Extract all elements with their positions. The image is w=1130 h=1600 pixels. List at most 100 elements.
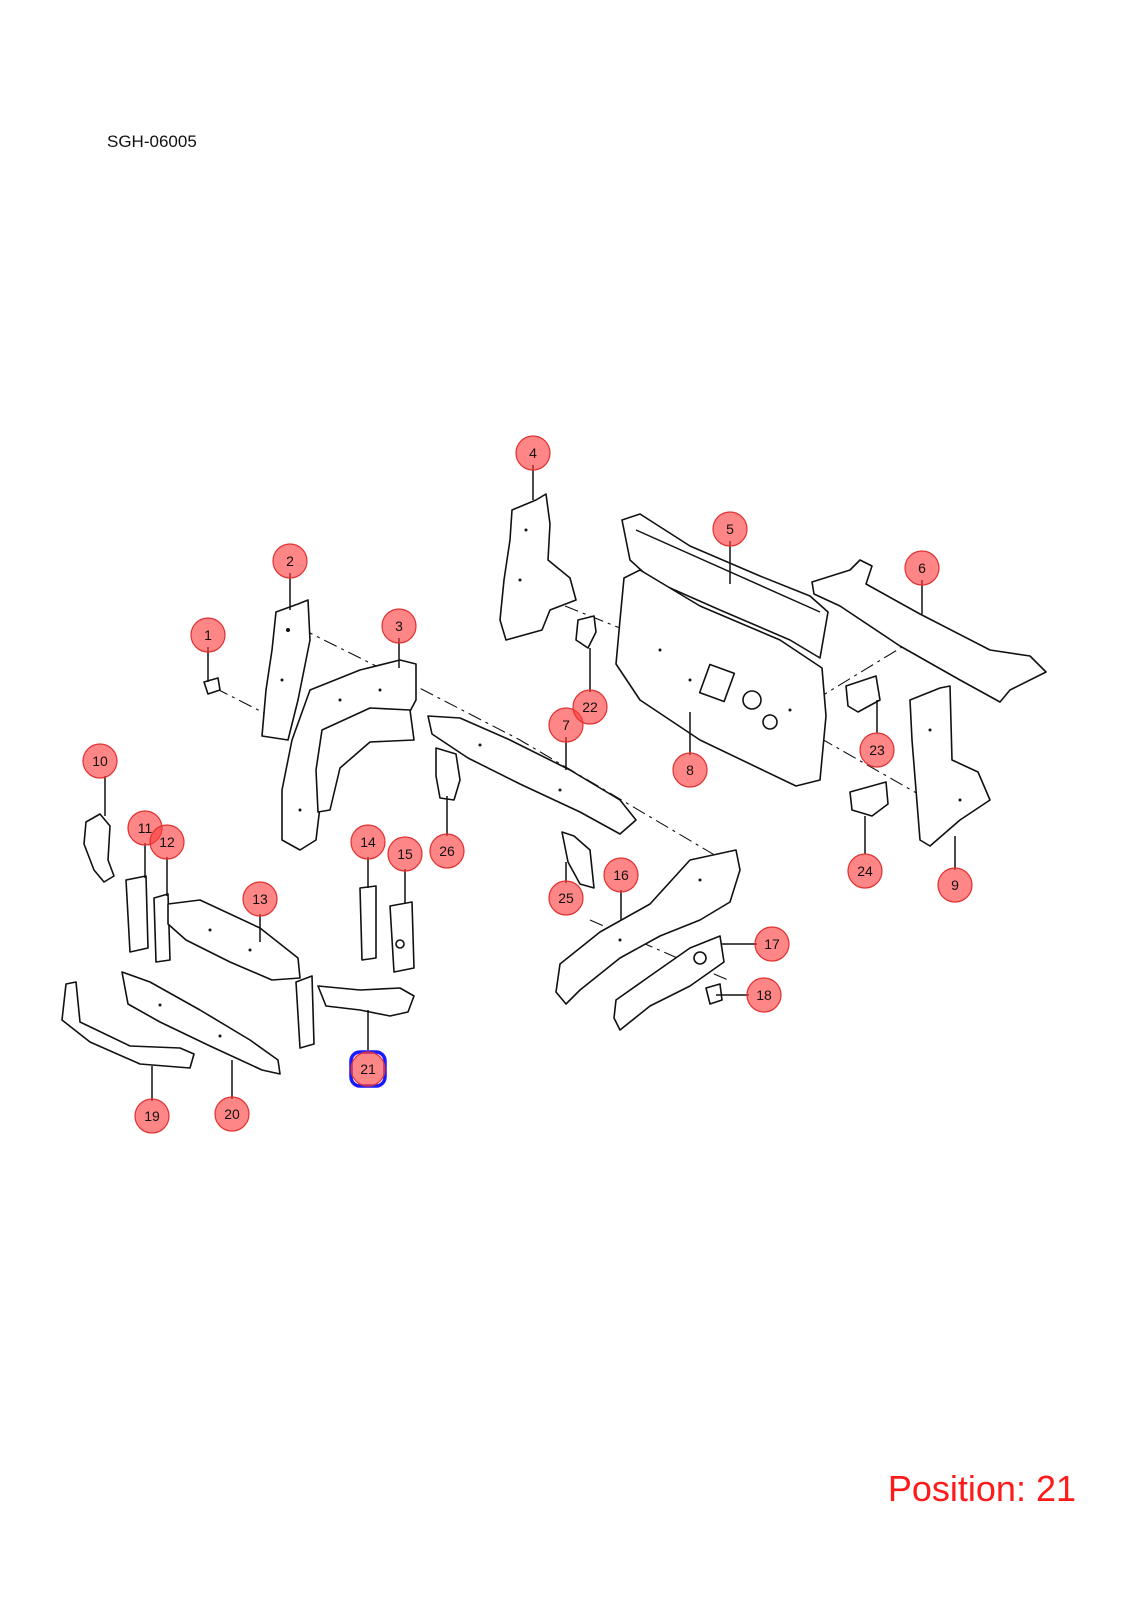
callout-7[interactable]: 7	[548, 707, 584, 743]
callout-label: 23	[869, 742, 885, 758]
callout-5[interactable]: 5	[712, 511, 748, 547]
callout-label: 17	[764, 936, 780, 952]
callout-18[interactable]: 18	[746, 977, 782, 1013]
part-26-bracket	[435, 747, 461, 801]
part-12-bracket	[153, 893, 171, 963]
part-23-bracket	[845, 675, 881, 713]
callout-13[interactable]: 13	[242, 881, 278, 917]
part-7-apron-rail	[427, 715, 637, 835]
callout-label: 13	[252, 891, 268, 907]
part-2-pillar-panel	[261, 599, 311, 741]
callout-label: 3	[395, 618, 403, 634]
callout-circle	[746, 977, 782, 1013]
part-15-bracket	[389, 901, 415, 973]
callout-circle	[350, 1051, 386, 1087]
position-label: Position: 21	[887, 1468, 1076, 1509]
part-10-brace	[83, 813, 115, 883]
callout-circle	[515, 435, 551, 471]
callout-label: 7	[562, 717, 570, 733]
callout-14[interactable]: 14	[350, 824, 386, 860]
callout-16[interactable]: 16	[603, 857, 639, 893]
callout-19[interactable]: 19	[134, 1098, 170, 1134]
callout-3[interactable]: 3	[381, 608, 417, 644]
callout-label: 11	[138, 820, 153, 836]
part-13-support-upper	[167, 899, 301, 981]
callout-9[interactable]: 9	[937, 867, 973, 903]
callout-circle	[242, 881, 278, 917]
part-11-bracket	[125, 875, 149, 953]
callout-circle	[904, 550, 940, 586]
callout-circle	[381, 608, 417, 644]
callout-circle	[429, 833, 465, 869]
part-8-dash-panel	[615, 569, 827, 787]
callout-circle	[272, 543, 308, 579]
callout-25[interactable]: 25	[548, 880, 584, 916]
callout-4[interactable]: 4	[515, 435, 551, 471]
callout-17[interactable]: 17	[754, 926, 790, 962]
part-14-bracket	[359, 885, 377, 961]
callout-1[interactable]: 1	[190, 617, 226, 653]
callout-label: 18	[756, 987, 772, 1003]
callout-label: 14	[360, 834, 376, 850]
part-3-wheelhouse	[281, 659, 417, 851]
callout-label: 16	[613, 867, 629, 883]
callout-label: 19	[144, 1108, 160, 1124]
callout-label: 8	[686, 762, 694, 778]
callout-circle	[603, 857, 639, 893]
callout-circle	[754, 926, 790, 962]
callout-15[interactable]: 15	[387, 836, 423, 872]
callout-2[interactable]: 2	[272, 543, 308, 579]
callout-label: 6	[918, 560, 926, 576]
callout-label: 22	[582, 699, 598, 715]
callout-label: 21	[360, 1061, 376, 1077]
callout-12[interactable]: 12	[149, 824, 185, 860]
callout-circle	[847, 853, 883, 889]
callout-circle	[548, 707, 584, 743]
callout-circle	[387, 836, 423, 872]
part-19-lower-bar	[61, 981, 195, 1069]
callout-circle	[214, 1096, 250, 1132]
part-21-extension	[295, 975, 415, 1049]
part-17-closing-plate	[613, 935, 725, 1031]
callout-label: 15	[397, 846, 413, 862]
callout-circle	[712, 511, 748, 547]
callout-10[interactable]: 10	[82, 743, 118, 779]
callout-circle	[190, 617, 226, 653]
callout-circle	[149, 824, 185, 860]
callout-23[interactable]: 23	[859, 732, 895, 768]
callout-label: 20	[224, 1106, 240, 1122]
callout-circle	[548, 880, 584, 916]
part-25-bracket	[561, 831, 595, 889]
callout-label: 5	[726, 521, 734, 537]
callout-label: 25	[558, 890, 574, 906]
leader-lines	[104, 465, 956, 1101]
callout-circle	[672, 752, 708, 788]
callout-label: 2	[286, 553, 294, 569]
part-9-hinge-pillar	[909, 685, 991, 847]
part-4-pillar-reinforcement	[499, 493, 577, 641]
callout-label: 24	[857, 863, 873, 879]
callout-6[interactable]: 6	[904, 550, 940, 586]
callout-22[interactable]: 22	[572, 689, 608, 725]
part-20-support-lower	[121, 971, 281, 1075]
part-22-gusset	[575, 615, 597, 649]
part-16-side-member	[555, 849, 741, 1005]
callout-circle	[859, 732, 895, 768]
callout-8[interactable]: 8	[672, 752, 708, 788]
callout-label: 12	[159, 834, 175, 850]
callout-circle	[572, 689, 608, 725]
callout-24[interactable]: 24	[847, 853, 883, 889]
part-18-clip	[705, 983, 723, 1005]
part-1-bracket	[203, 677, 221, 695]
callout-circle	[134, 1098, 170, 1134]
callout-label: 4	[529, 445, 537, 461]
callout-label: 10	[92, 753, 108, 769]
callout-21[interactable]: 21	[349, 1050, 387, 1088]
part-6-cross-member	[811, 559, 1047, 703]
callout-circle	[350, 824, 386, 860]
callout-26[interactable]: 26	[429, 833, 465, 869]
callout-20[interactable]: 20	[214, 1096, 250, 1132]
part-24-bracket	[849, 781, 889, 817]
